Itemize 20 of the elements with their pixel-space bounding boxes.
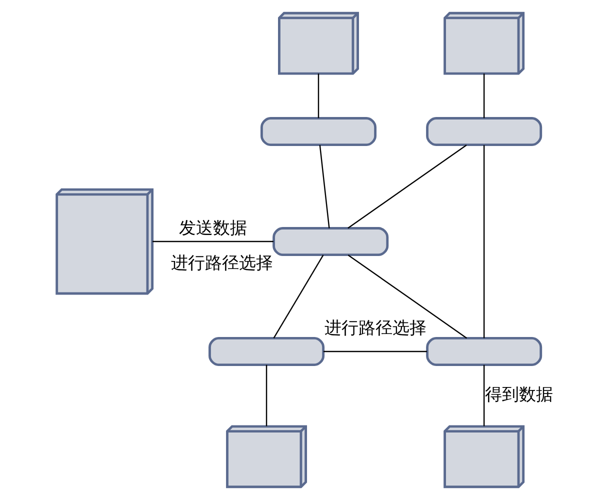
- node-box: [426, 117, 542, 146]
- connector: [318, 145, 330, 228]
- connector: [482, 145, 484, 338]
- edge-label: 得到数据: [484, 384, 553, 404]
- node-box: [260, 117, 376, 146]
- connector: [482, 364, 484, 426]
- node-box: [208, 337, 324, 366]
- node-box: [272, 227, 388, 256]
- connector: [347, 144, 466, 229]
- connector: [265, 364, 267, 426]
- node-label: 进行路径选择: [170, 252, 272, 272]
- node-box: [426, 337, 542, 366]
- connector: [272, 254, 324, 338]
- connector: [322, 350, 426, 352]
- connector: [317, 74, 319, 118]
- connector: [482, 74, 484, 118]
- connector: [152, 240, 274, 242]
- connector: [347, 254, 467, 339]
- node-label: 进行路径选择: [324, 318, 426, 338]
- edge-label: 发送数据: [178, 217, 247, 238]
